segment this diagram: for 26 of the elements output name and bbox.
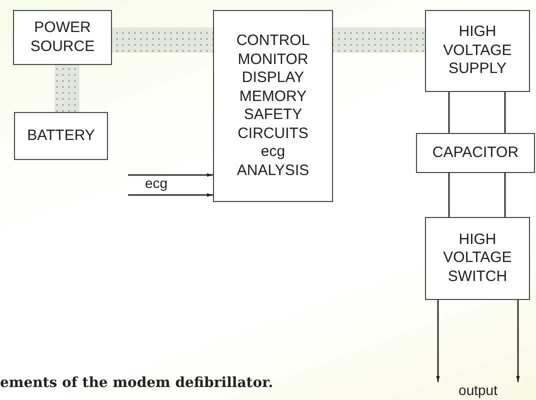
arrow (128, 173, 213, 177)
block-box (425, 217, 530, 300)
connector-line (448, 92, 450, 133)
block-box (416, 133, 535, 173)
figure-caption: ements of the modem defibrillator. (0, 375, 274, 391)
block-label: CAPACITOR (432, 144, 519, 162)
block-label: HIGH VOLTAGE SUPPLY (442, 23, 513, 79)
connector-line (504, 92, 506, 133)
block-label: CONTROL MONITOR DISPLAY MEMORY SAFETY CIRCUITS ecg ANALYSIS (235, 32, 311, 180)
block-box (425, 10, 530, 92)
block-label: BATTERY (27, 126, 95, 146)
arrow (516, 300, 520, 382)
signal-label: ecg (145, 176, 168, 191)
connector-band (333, 28, 425, 52)
block-box (14, 112, 108, 160)
block-box (13, 10, 112, 65)
connector-line (504, 173, 506, 217)
arrow (436, 300, 440, 382)
connector-band (54, 65, 80, 112)
block-box (213, 10, 333, 202)
block-label: HIGH VOLTAGE SWITCH (442, 230, 513, 286)
connector-band (112, 28, 213, 52)
output-label: output (458, 381, 498, 400)
connector-line (448, 173, 450, 217)
block-label: POWER SOURCE (29, 19, 96, 56)
arrow (128, 193, 213, 197)
